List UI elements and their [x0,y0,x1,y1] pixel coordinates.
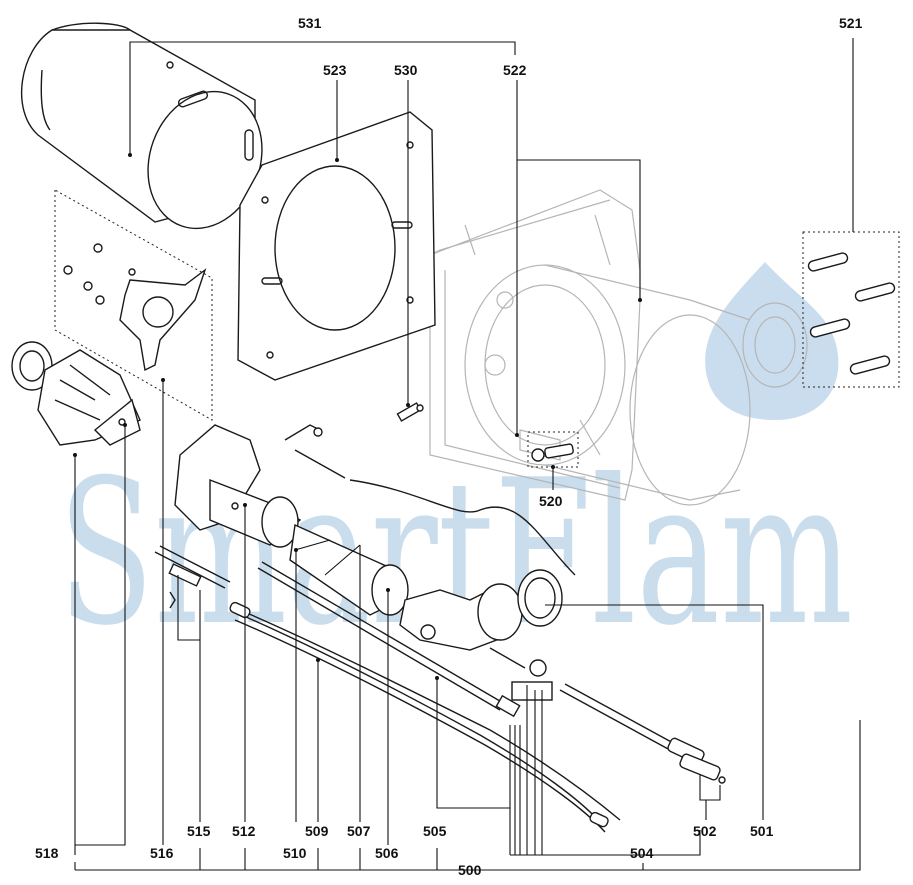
callout-502: 516 [150,845,174,861]
part-504-electrode-block [154,545,231,609]
part-509-nozzle-rod [257,561,521,718]
callout-515: 504 [630,845,654,861]
part-512-nozzle-holder [399,569,563,651]
part-501-turbulator [11,341,141,446]
callout-500: 500 [458,862,482,878]
callout-531: 521 [839,15,863,31]
part-505-combustion-head [174,424,302,548]
callout-516: 502 [693,823,717,839]
part-507-oil-lines [229,601,621,833]
callout-501: 518 [35,845,59,861]
part-531-electrode-set [802,231,900,388]
part-506-ignition-cable [284,424,576,576]
part-522-screw [396,402,424,422]
callout-512: 505 [423,823,447,839]
part-515-connector [489,647,553,701]
callout-504: 515 [187,823,211,839]
callout-520: 531 [298,15,322,31]
callout-521: 523 [323,62,347,78]
callout-522: 530 [394,62,418,78]
part-520-air-box-cylinder [20,22,263,230]
callout-530: 520 [539,493,563,509]
callout-507: 509 [305,823,329,839]
callout-518: 501 [750,823,774,839]
callout-506: 510 [283,845,307,861]
callout-509: 507 [347,823,371,839]
callout-labels: 531 523 530 522 521 520 518 516 515 512 … [35,15,863,878]
part-516-photocell [679,753,721,781]
leader-lines [73,38,861,871]
callout-523: 522 [503,62,527,78]
part-521-mounting-plate [237,111,436,381]
callout-505: 512 [232,823,256,839]
callout-510: 506 [375,845,399,861]
part-502-diffuser-assembly [54,189,213,421]
watermark-flame-icon [705,262,839,420]
